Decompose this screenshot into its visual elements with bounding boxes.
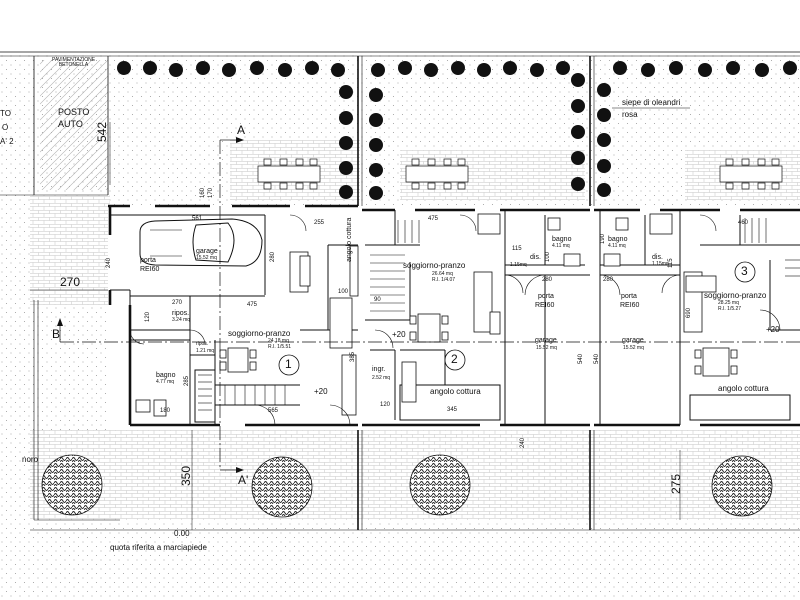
unit-1-dim-100: 100: [338, 289, 349, 295]
paving-type-label: PAVIMENTAZIONE BETONELLA: [52, 57, 96, 68]
parking-auto-label: AUTO: [58, 119, 83, 129]
unit-3-door-rating: REI60: [620, 302, 640, 309]
unit-1-living-name: soggiorno-pranzo: [228, 329, 291, 338]
unit-3-dim-275: 275: [669, 473, 683, 494]
unit-3-dis-area: 1.15mq: [652, 261, 669, 267]
unit-1-dim-170: 170: [208, 187, 214, 198]
unit-2-dim-385: 385: [350, 351, 356, 362]
unit-1-dim-255: 255: [314, 220, 325, 226]
unit-2-dim-120: 120: [380, 402, 391, 408]
unit-1-dim-565: 565: [268, 408, 279, 414]
site-elevation-reference: quota riferita a marciapiede: [110, 543, 207, 552]
unit-1-dim-350: 350: [179, 465, 193, 486]
unit-3-kitchen: angolo cottura: [718, 384, 769, 393]
unit-1-level: +20: [314, 387, 328, 396]
site-wall-label: noro: [22, 455, 39, 464]
unit-2-dim-540: 540: [578, 353, 584, 364]
unit-2-number: 2: [451, 352, 458, 366]
unit-3-living-area: 28.25 mq: [718, 300, 739, 306]
unit-2-dim-345: 345: [447, 407, 458, 413]
unit-1-ripos2-name: ripos.: [196, 341, 209, 347]
unit-2-level: +20: [392, 330, 406, 339]
parking-side-text-1: TO: [0, 109, 11, 118]
unit-1-dim-475: 475: [247, 302, 258, 308]
unit-3-dim-690: 690: [686, 307, 692, 318]
unit-2-dim-115: 115: [512, 246, 522, 252]
unit-1-dim-280: 280: [270, 251, 276, 262]
unit-2-living-area: 26.64 mq: [432, 271, 453, 277]
unit-3-dim-115: 115: [668, 258, 674, 268]
unit-1-dim-120: 120: [145, 311, 151, 322]
unit-1-living-ri: R.I. 1/5.51: [268, 344, 292, 350]
unit-3-dim-190: 190: [600, 233, 606, 244]
unit-2-dis-name: dis.: [530, 254, 541, 261]
unit-3-level: +20: [766, 325, 780, 334]
unit-1-garage-name: garage: [196, 248, 218, 255]
unit-2-garage-area: 15.52 mq: [536, 345, 557, 351]
unit-3-number: 3: [741, 264, 748, 278]
unit-1-dim-240: 240: [106, 257, 112, 268]
section-a-prime-label: A': [238, 473, 249, 487]
car-drawing: [139, 218, 263, 267]
unit-2-dim-280: 280: [542, 277, 553, 283]
unit-3-door-label: porta: [621, 293, 637, 300]
unit-3-living-ri: R.I. 1/5.27: [718, 306, 742, 312]
unit-2-dim-475: 475: [428, 216, 439, 222]
unit-1-number: 1: [285, 357, 292, 371]
site-elevation: 0.00: [174, 529, 190, 538]
unit-1-dim-561: 561: [192, 216, 203, 222]
parking-herringbone: [40, 60, 108, 190]
unit-1-living-area: 24.18 mq: [268, 338, 289, 344]
hedge-label: siepe di oleandri: [622, 98, 681, 107]
unit-2-ingr-area: 2.52 mq: [372, 375, 391, 381]
unit-2-door-label: porta: [538, 293, 554, 300]
parking-side-text-2: O: [2, 123, 9, 132]
unit-1-door-label: porta: [140, 257, 156, 264]
section-b-label: B: [52, 327, 61, 341]
unit-2-kitchen: angolo cottura: [430, 387, 481, 396]
unit-2-dis-area: 1.15mq: [510, 262, 527, 268]
unit-3-dim-540: 540: [594, 353, 600, 364]
unit-3-dis-name: dis.: [652, 254, 663, 261]
unit-1-dim-270-drive: 270: [60, 275, 81, 289]
unit-3-garage-area: 15.52 mq: [623, 345, 644, 351]
unit-1-dim-270-ripos: 270: [172, 300, 183, 306]
hedge-label-color: rosa: [622, 110, 638, 119]
unit-2-dim-240: 240: [520, 437, 526, 448]
unit-3-dim-280: 280: [603, 277, 614, 283]
parking-side-text-3: A' 2: [0, 137, 14, 146]
unit-2-dim-90: 90: [374, 297, 381, 303]
unit-1-dim-285: 285: [184, 375, 190, 386]
unit-2-ingr-name: ingr.: [372, 366, 386, 373]
unit-1-bath-name: bagno: [156, 372, 176, 379]
unit-3-bath-area: 4.11 mq: [608, 243, 626, 249]
unit-1-dim-180: 180: [160, 408, 171, 414]
unit-1-garage-area: 15.52 mq: [196, 255, 217, 261]
unit-1-ripos-area: 3.24 mq: [172, 317, 191, 323]
unit-3-dim-460: 460: [738, 220, 749, 226]
parking-dim-542: 542: [95, 121, 109, 142]
unit-1-ripos-name: ripos.: [172, 310, 190, 317]
unit-2-bath-area: 4.11 mq: [552, 243, 570, 249]
unit-2-garage-name: garage: [535, 337, 557, 344]
unit-2-dim-100: 100: [545, 251, 551, 262]
parking-posto-label: POSTO: [58, 107, 90, 117]
unit-3-bath-name: bagno: [608, 236, 628, 243]
unit-1-bath-area: 4.77 mq: [156, 379, 175, 385]
unit-2-living-name: soggiorno-pranzo: [403, 261, 466, 270]
unit-3-garage-name: garage: [622, 337, 644, 344]
unit-3-living-name: soggiorno-pranzo: [704, 291, 767, 300]
unit-1-dim-160: 160: [200, 187, 206, 198]
section-a-label: A: [237, 123, 246, 137]
paving-driveway: [30, 195, 110, 305]
unit-1-door-rating: REI60: [140, 266, 160, 273]
unit-2-bath-name: bagno: [552, 236, 572, 243]
unit-1-ripos2-area: 1.21 mq: [196, 348, 215, 354]
trees: [41, 454, 773, 518]
unit-2-living-ri: R.I. 1/4.07: [432, 277, 456, 283]
unit-2-door-rating: REI60: [535, 302, 555, 309]
unit-2-kitchen-vertical: angolo cottura: [346, 217, 353, 262]
